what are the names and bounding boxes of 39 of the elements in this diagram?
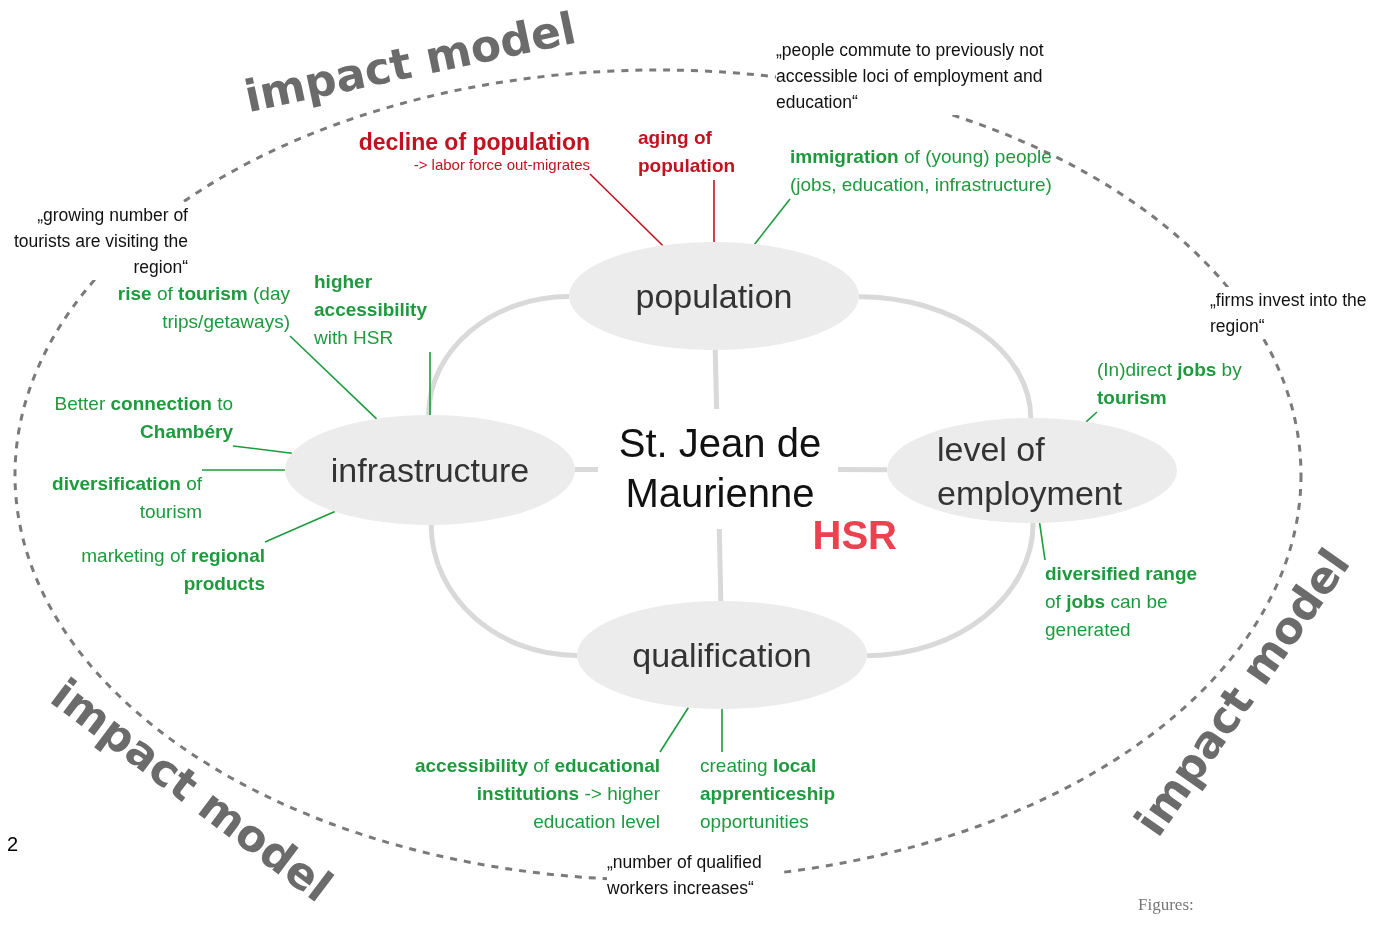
annotation-note: -> labor force out-migrates — [412, 156, 590, 174]
annotation-text: Better connection to Chambéry — [30, 390, 233, 446]
connector-line — [838, 467, 888, 473]
connector-line — [428, 524, 578, 658]
leader-line — [753, 198, 791, 245]
annotation-text: diversified range of jobs can be generated — [1045, 560, 1215, 644]
ellipse-node: population — [569, 242, 859, 350]
leader-line — [721, 708, 723, 753]
ring-title: impact model — [239, 2, 581, 122]
leader-line — [289, 335, 378, 420]
connector-line — [575, 466, 598, 472]
connector-line — [712, 349, 720, 410]
annotation-text: immigration of (young) people (jobs, education, infrastructure) — [790, 143, 1090, 199]
leader-line — [201, 469, 286, 471]
connector-line — [866, 522, 1036, 659]
annotation-text: creating local apprenticeship opportunities — [700, 752, 875, 836]
ellipse-node: infrastructure — [285, 415, 575, 525]
annotation-text: marketing of regional products — [40, 542, 265, 598]
leader-line — [1085, 411, 1098, 423]
connector-line — [716, 528, 724, 602]
leader-line — [264, 510, 336, 543]
connector-line — [858, 294, 1034, 419]
annotation-text: higher accessibility with HSR — [314, 268, 454, 352]
annotation-text: accessibility of educational institutions -> higher education level — [400, 752, 660, 836]
leader-line — [713, 179, 715, 243]
page-number: 2 — [7, 833, 19, 856]
leader-line — [589, 173, 664, 247]
leader-line — [1038, 522, 1046, 561]
leader-line — [659, 706, 690, 753]
annotation-text: (In)direct jobs by tourism — [1097, 356, 1257, 412]
annotation-text: aging of population — [638, 124, 778, 180]
leader-line — [429, 351, 431, 416]
annotation-text: diversification of tourism — [30, 470, 202, 526]
connector-line — [426, 294, 570, 416]
leader-line — [232, 445, 293, 454]
annotation-text: rise of tourism (day trips/getaways) — [90, 280, 290, 336]
annotation-heading: decline of population — [357, 128, 590, 156]
figure-caption: Figures: — [1138, 895, 1194, 915]
ellipse-node: qualification — [577, 601, 867, 709]
